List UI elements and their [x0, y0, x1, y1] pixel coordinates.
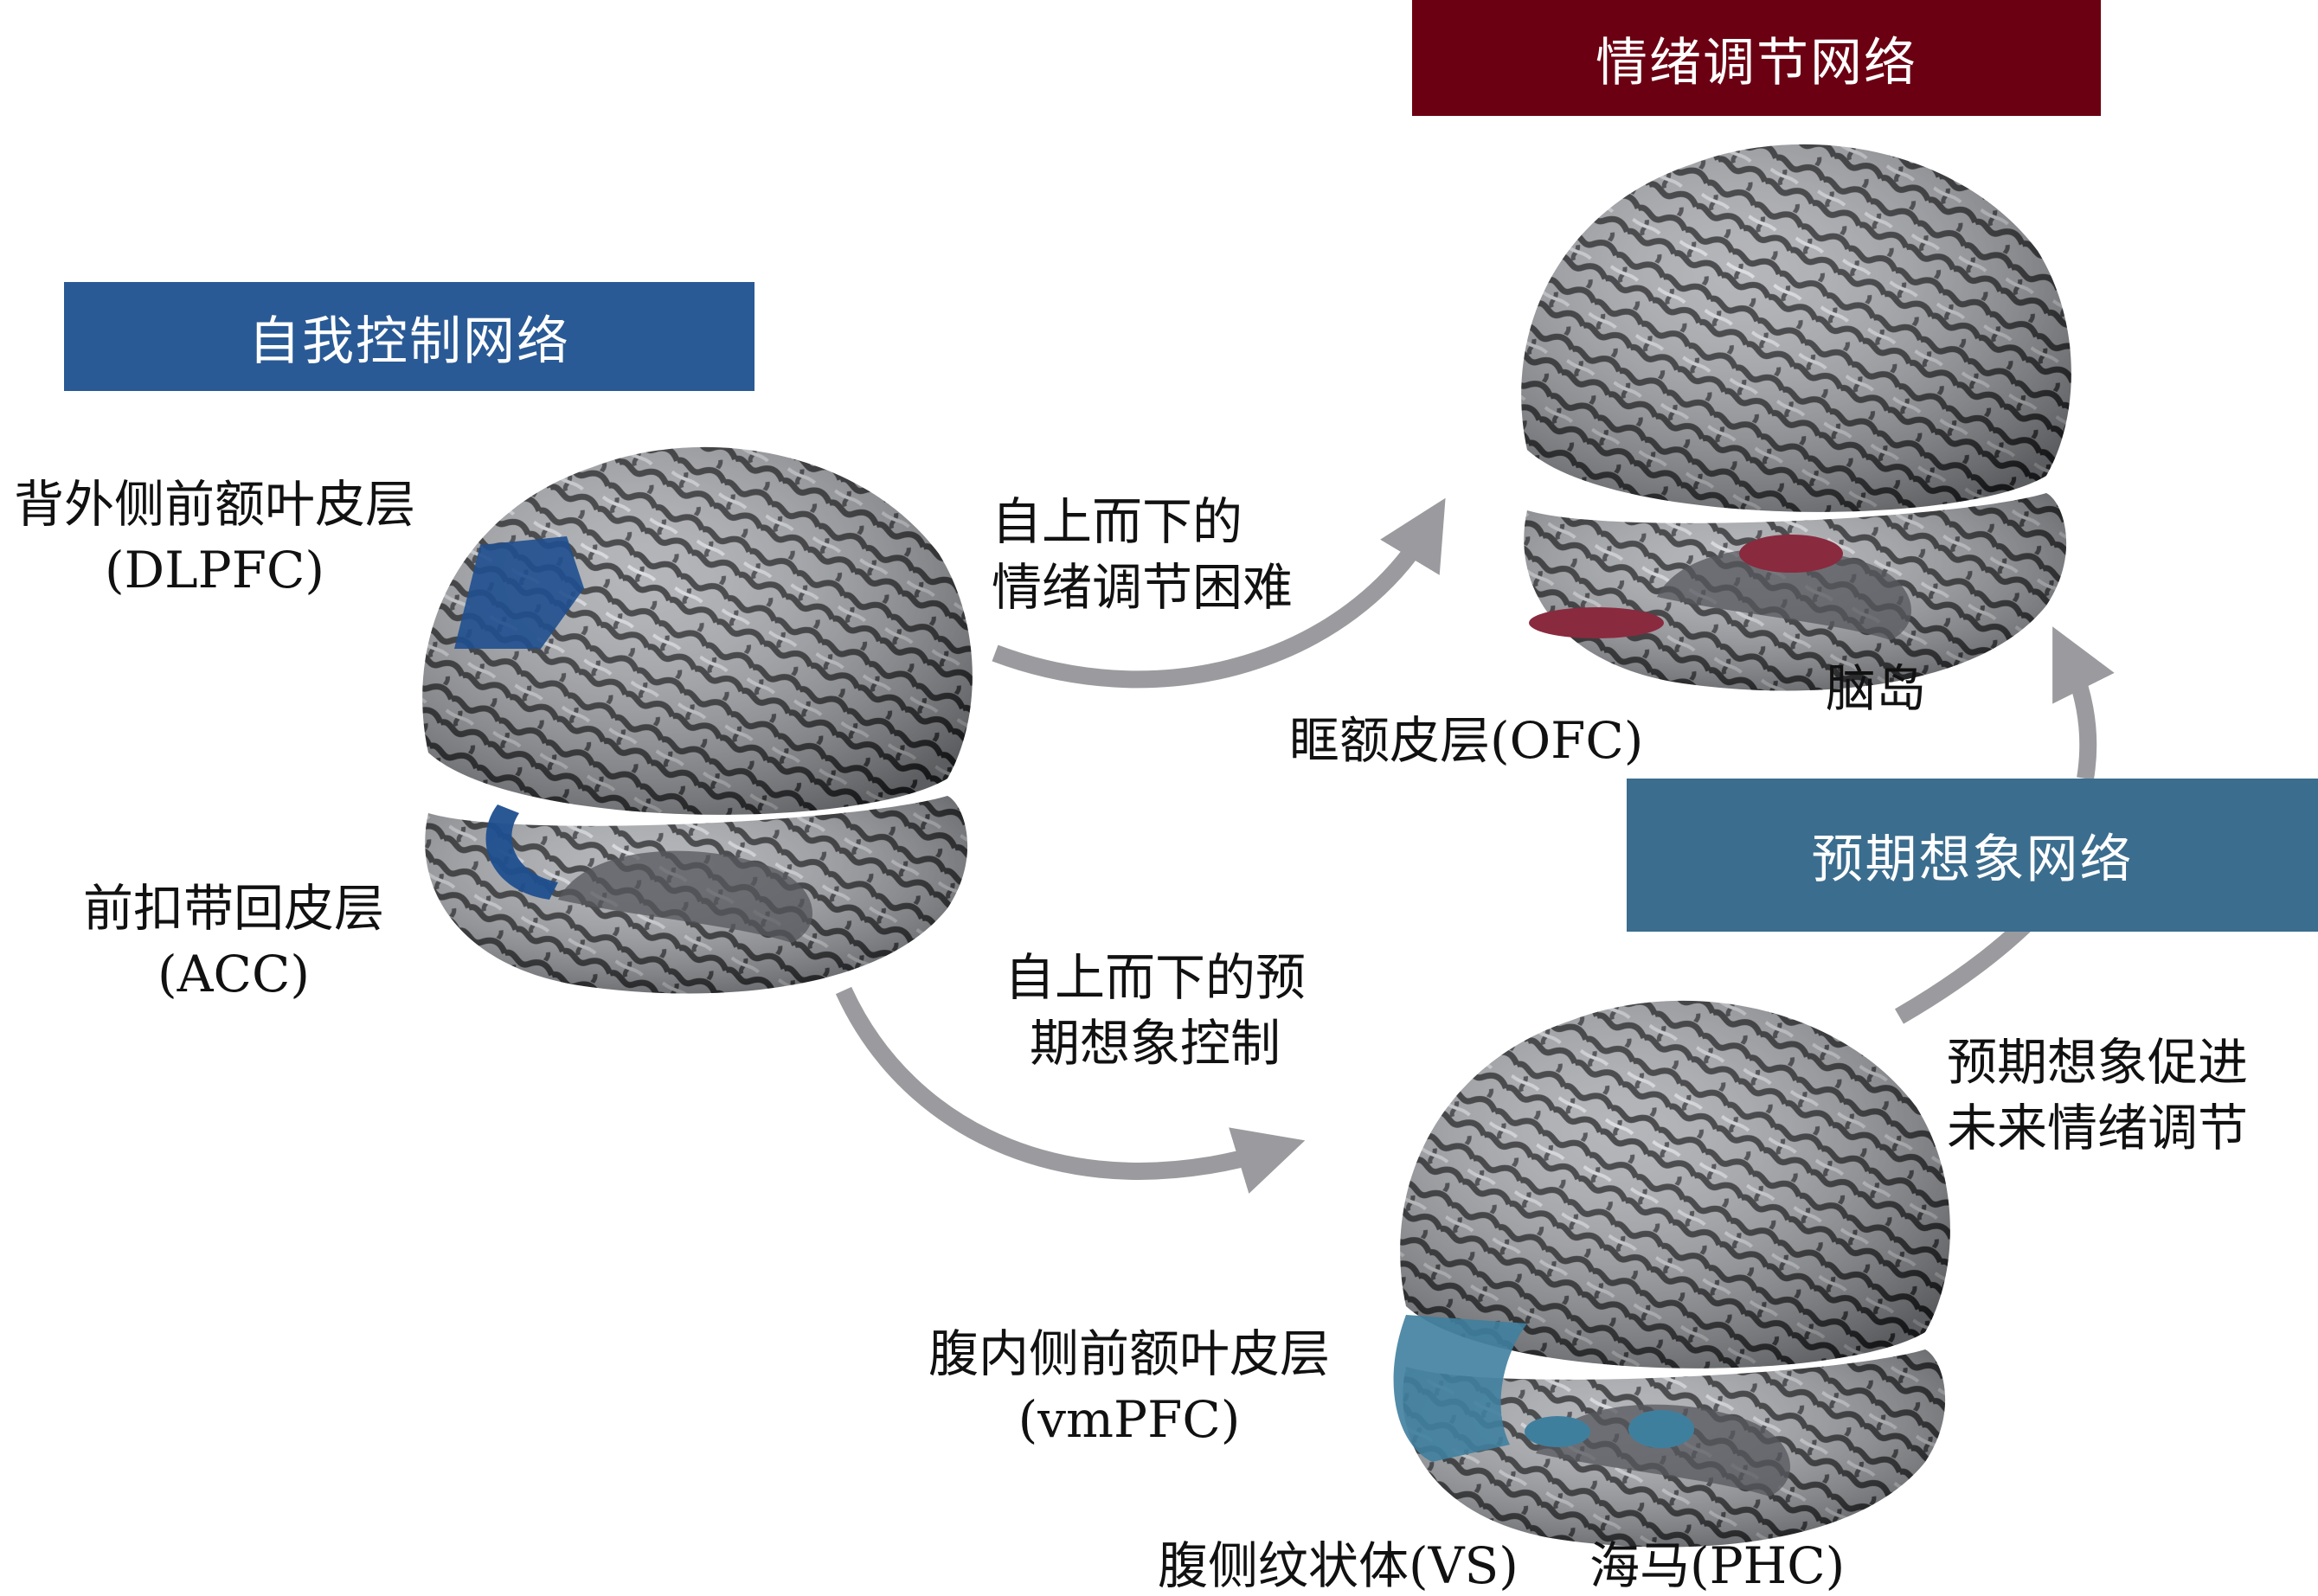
- vmpfc-label: 腹内侧前额叶皮层 (vmPFC): [909, 1321, 1350, 1452]
- arrow-to-emotion-network: [992, 497, 1446, 689]
- brain-emotion-regulation: [1521, 144, 2071, 691]
- phc-label: 海马(PHC): [1589, 1536, 1846, 1595]
- arrow-label-prospection: 自上而下的预 期想象控制: [969, 945, 1341, 1076]
- arrow-label-line: 自上而下的预: [1004, 948, 1306, 1007]
- vmpfc-region: [1393, 1315, 1527, 1462]
- dlpfc-abbr: (DLPFC): [105, 541, 324, 599]
- arrow-label-line: 自上而下的: [992, 492, 1243, 551]
- brain-self-control: [422, 446, 973, 994]
- arrow-label-emotion: 自上而下的 情绪调节困难: [992, 489, 1293, 620]
- arrow-label-line: 情绪调节困难: [992, 558, 1294, 617]
- ofc-region: [1529, 607, 1664, 638]
- dlpfc-region: [454, 536, 584, 649]
- arrow-to-prospection-network: [835, 986, 1306, 1194]
- arrow-label-line: 期想象控制: [1029, 1014, 1281, 1073]
- phc-region: [1628, 1410, 1694, 1448]
- vs-region: [1525, 1416, 1590, 1447]
- prospection-network-title: 预期想象网络: [1627, 779, 2318, 932]
- insula-region: [1739, 535, 1843, 573]
- acc-name: 前扣带回皮层: [82, 879, 384, 938]
- vmpfc-abbr: (vmPFC): [1018, 1390, 1241, 1449]
- self-control-network-title: 自我控制网络: [64, 282, 754, 391]
- acc-abbr: (ACC): [157, 945, 310, 1003]
- dlpfc-label: 背外侧前额叶皮层 (DLPFC): [0, 471, 429, 603]
- brain-prospection: [1393, 1000, 1950, 1548]
- vs-label: 腹侧纹状体(VS): [1158, 1536, 1519, 1595]
- dlpfc-name: 背外侧前额叶皮层: [13, 475, 415, 534]
- acc-region: [485, 804, 558, 900]
- ofc-label: 眶额皮层(OFC): [1289, 711, 1644, 770]
- arrow-label-prospection-to-emotion: 预期想象促进 未来情绪调节: [1947, 1029, 2248, 1161]
- vmpfc-name: 腹内侧前额叶皮层: [928, 1324, 1330, 1383]
- acc-label: 前扣带回皮层 (ACC): [61, 875, 407, 1007]
- emotion-regulation-network-title: 情绪调节网络: [1412, 0, 2101, 116]
- arrow-label-line: 未来情绪调节: [1947, 1099, 2249, 1157]
- insula-label: 脑岛: [1826, 659, 1927, 718]
- arrow-label-line: 预期想象促进: [1947, 1033, 2249, 1092]
